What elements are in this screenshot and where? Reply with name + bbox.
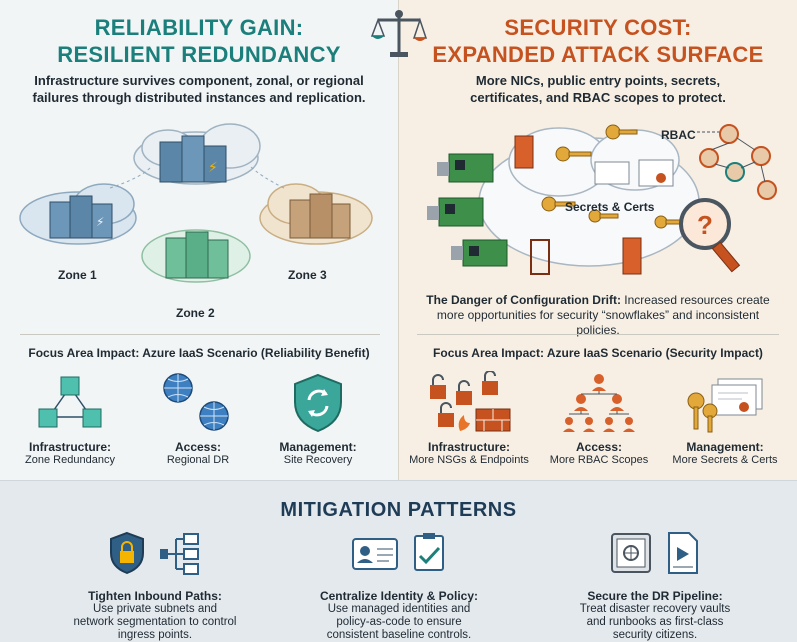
security-intro-line1: More NICs, public entry points, secrets, [475,73,721,88]
mitigation-sub-line: consistent baseline controls. [326,629,472,641]
focus-item-sub: Site Recovery [283,454,353,466]
mitigation-section: MITIGATION PATTERNS Tighten Inbound Path… [0,480,797,642]
focus-item-management: Management: More Secrets & Certs [665,370,785,467]
zone1-cloud-icon: ⚡ [19,183,137,245]
mitigation-sub-line: Use private subnets and [92,603,218,615]
security-panel: SECURITY COST: EXPANDED ATTACK SURFACE M… [399,0,797,480]
zone2-label: Zone 2 [176,306,215,320]
focus-item-access: Access: Regional DR [138,370,258,467]
zone1-label: Zone 1 [58,268,97,282]
vault-icon [611,533,651,573]
mitigation-item-sub: Use private subnets and network segmenta… [40,603,270,642]
mitigation-sub-line: Use managed identities and [327,603,471,615]
attack-surface-illustration: ? [427,124,777,275]
mitigation-item-label: Tighten Inbound Paths: [88,589,222,603]
rbac-network-icon [697,124,777,200]
focus-item-label: Management: [279,440,357,454]
focus-item-label: Access: [575,440,623,454]
svg-text:⚡: ⚡ [208,159,218,175]
security-intro: More NICs, public entry points, secrets,… [399,72,797,106]
reliability-title-line1: RELIABILITY GAIN: [94,15,304,40]
balance-scale-icon [370,10,428,57]
mitigation-item-inbound: Tighten Inbound Paths: Use private subne… [40,525,270,642]
padlocks-firewall-icon [409,370,529,436]
mitigation-item-identity: Centralize Identity & Policy: Use manage… [284,525,514,642]
certificate-icon [594,161,630,185]
reliability-intro-line1: Infrastructure survives component, zonal… [34,73,364,88]
shield-refresh-icon [258,370,378,436]
mitigation-item-sub: Use managed identities and policy-as-cod… [284,603,514,642]
door-icon [514,135,534,169]
security-title-line1: SECURITY COST: [504,15,692,40]
zone3-cloud-icon [259,183,373,245]
mitigation-item-label: Secure the DR Pipeline: [587,589,723,603]
certificate-icon [638,159,674,187]
reliability-panel: RELIABILITY GAIN: RESILIENT REDUNDANCY I… [0,0,399,480]
svg-text:⚡: ⚡ [96,215,104,229]
focus-item-sub: More NSGs & Endpoints [409,454,529,466]
focus-item-sub: More RBAC Scopes [549,454,649,466]
org-hierarchy-icon [539,370,659,436]
mitigation-item-label: Centralize Identity & Policy: [319,589,479,603]
network-cubes-icon [10,370,130,436]
nic-card-icon [427,153,508,267]
zone3-label: Zone 3 [288,268,327,282]
svg-text:?: ? [697,210,713,240]
magnifier-question-icon: ? [679,198,741,273]
drift-heading: The Danger of Configuration Drift: [426,293,621,307]
mitigation-title: MITIGATION PATTERNS [280,499,517,521]
vault-runbook-icon [540,525,770,581]
mitigation-sub-line: and runbooks as first-class [586,616,724,628]
mitigation-sub-line: policy-as-code to ensure [336,616,462,628]
focus-item-label: Infrastructure: [427,440,510,454]
mitigation-item-dr: Secure the DR Pipeline: Treat disaster r… [540,525,770,642]
mitigation-sub-line: ingress points. [117,629,193,641]
zone2-cloud-icon [141,229,251,283]
focus-item-access: Access: More RBAC Scopes [539,370,659,467]
runbook-icon [668,532,698,574]
key-icon [541,124,685,229]
reliability-intro: Infrastructure survives component, zonal… [0,72,398,106]
mitigation-sub-line: network segmentation to control [73,616,237,628]
globe-icon [138,370,258,436]
configuration-drift-note: The Danger of Configuration Drift: Incre… [419,293,777,338]
mitigation-sub-line: Treat disaster recovery vaults [579,603,731,615]
reliability-title-line2: RESILIENT REDUNDANCY [57,42,341,67]
left-divider [20,334,380,335]
rbac-label: RBAC [661,128,696,142]
id-card-checklist-icon [284,525,514,581]
door-icon [622,237,642,275]
reliability-intro-line2: failures through distributed instances a… [32,90,366,105]
focus-item-sub: Regional DR [166,454,230,466]
focus-item-infrastructure: Infrastructure: More NSGs & Endpoints [409,370,529,467]
right-divider [417,334,779,335]
focus-item-label: Infrastructure: [28,440,111,454]
reliability-focus-heading: Focus Area Impact: Azure IaaS Scenario (… [28,346,370,360]
focus-item-label: Management: [686,440,764,454]
security-intro-line2: certificates, and RBAC scopes to protect… [470,90,726,105]
reliability-title: RELIABILITY GAIN: RESILIENT REDUNDANCY [0,14,398,68]
mitigation-sub-line: security citizens. [612,629,698,641]
shield-lock-icon [40,525,270,581]
secrets-certs-label: Secrets & Certs [565,200,655,214]
security-title-line2: EXPANDED ATTACK SURFACE [432,42,764,67]
focus-item-infrastructure: Infrastructure: Zone Redundancy [10,370,130,467]
keys-certificates-icon [665,370,785,436]
security-focus-heading: Focus Area Impact: Azure IaaS Scenario (… [433,346,763,360]
focus-item-label: Access: [174,440,222,454]
focus-item-sub: Zone Redundancy [25,454,115,466]
security-title: SECURITY COST: EXPANDED ATTACK SURFACE [399,14,797,68]
mitigation-item-sub: Treat disaster recovery vaults and runbo… [540,603,770,642]
primary-cloud-icon: ⚡ [133,123,261,185]
focus-item-management: Management: Site Recovery [258,370,378,467]
door-icon [530,239,550,275]
drift-text: Increased resources create more opportun… [436,293,770,337]
network-segmentation-icon [160,533,199,575]
zones-illustration: ⚡ ⚡ [19,123,373,283]
focus-item-sub: More Secrets & Certs [672,454,778,466]
